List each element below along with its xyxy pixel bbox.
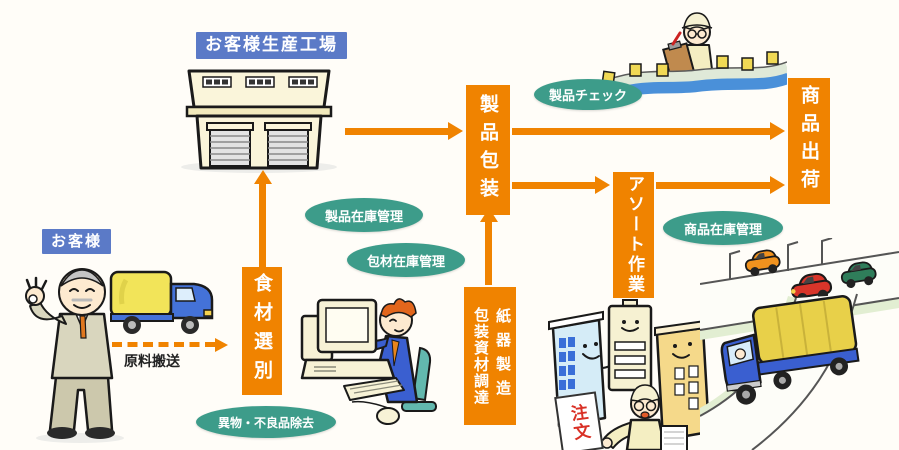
paper-container-mfg-label: 紙器製造 [494, 308, 512, 404]
client-buildings-illustration [548, 299, 711, 450]
arrow-raw-material-transport [112, 338, 228, 352]
order-paper-text: 注文 [565, 402, 592, 444]
tag-packaging-inventory: 包材在庫管理 [347, 243, 465, 277]
delivery-truck [720, 295, 860, 405]
computer-operator-illustration [300, 298, 437, 425]
factory-illustration [181, 69, 337, 173]
flow-box-assort-work: アソート作業 [613, 172, 654, 298]
tag-goods-inventory: 商品在庫管理 [663, 211, 783, 245]
arrow-packaging-to-shipping [512, 122, 785, 140]
street-lamps [729, 238, 833, 280]
shutter-doors [206, 122, 312, 167]
arrow-factory-to-packaging [345, 122, 463, 140]
packaging-material-procurement-label: 包装資材調達 [472, 306, 490, 406]
tag-defect-removal: 異物・不良品除去 [196, 406, 336, 438]
customer-factory-label: お客様生産工場 [196, 32, 347, 60]
tag-product-check: 製品チェック [534, 79, 642, 110]
arrow-papermfg-to-packaging [480, 208, 498, 285]
flow-box-goods-shipping: 商品出荷 [788, 78, 830, 204]
raw-material-transport-label: 原料搬送 [124, 354, 180, 370]
flow-box-paper-container: 紙器製造 包装資材調達 [464, 287, 516, 425]
arrow-assort-to-shipping [656, 176, 785, 194]
flow-box-product-packaging: 製品包装 [466, 85, 510, 215]
arrow-packaging-to-assort [512, 176, 610, 194]
arrow-selection-to-factory [254, 170, 272, 267]
customer-label: お客様 [42, 229, 112, 254]
customer-man-illustration [25, 268, 124, 443]
small-truck-illustration [109, 270, 214, 334]
tag-product-inventory: 製品在庫管理 [305, 198, 423, 232]
flow-box-food-selection: 食材選別 [242, 267, 282, 395]
order-paper: 注文 [554, 391, 604, 450]
highway-truck-illustration [700, 238, 899, 450]
